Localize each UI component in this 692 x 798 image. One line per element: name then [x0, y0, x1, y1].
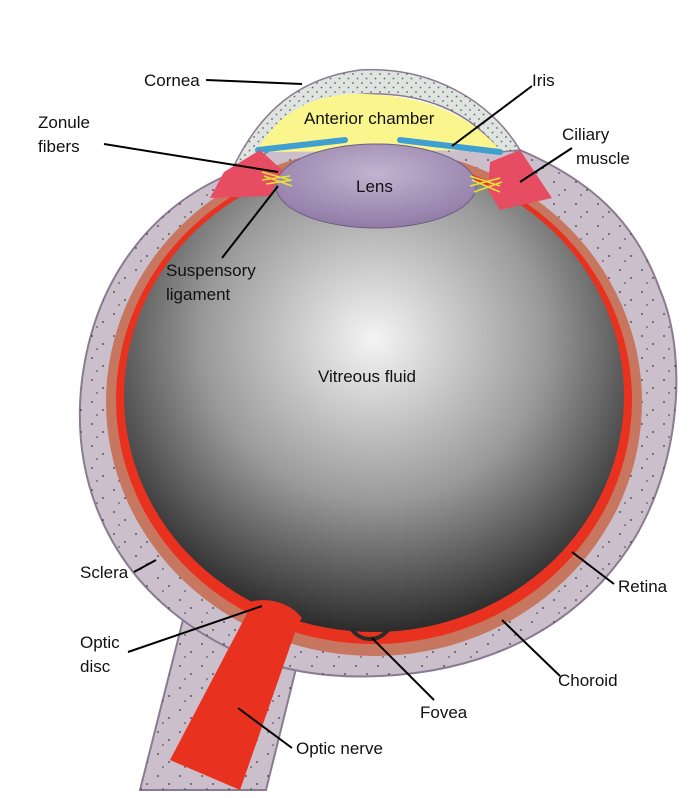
ciliary-muscle-left — [210, 150, 282, 198]
label-cornea: Cornea — [144, 71, 200, 90]
cornea-leader — [205, 79, 303, 85]
label-optic-disc-line2: disc — [80, 657, 111, 676]
label-optic-nerve: Optic nerve — [296, 739, 383, 758]
label-zonule-fibers-line1: Zonule — [38, 113, 90, 132]
iris-leader — [451, 85, 533, 147]
label-lens: Lens — [356, 177, 393, 196]
label-zonule-fibers-line2: fibers — [38, 137, 80, 156]
label-retina: Retina — [618, 577, 668, 596]
label-ciliary-muscle-line1: Ciliary — [562, 125, 610, 144]
zonule-fibers-leader — [103, 143, 279, 173]
suspensory-ligament-leader — [221, 185, 279, 259]
label-ciliary-muscle-line2: muscle — [576, 149, 630, 168]
iris-left — [255, 137, 348, 153]
label-optic-disc-line1: Optic — [80, 633, 120, 652]
label-suspensory-ligament-line1: Suspensory — [166, 261, 256, 280]
cornea-texture — [232, 69, 520, 170]
anterior-chamber — [256, 93, 500, 152]
fovea-dip — [350, 628, 390, 641]
label-vitreous-fluid: Vitreous fluid — [318, 367, 416, 386]
label-choroid: Choroid — [558, 671, 618, 690]
sclera-leader — [133, 559, 157, 573]
iris-right — [397, 137, 503, 155]
ciliary-muscle-leader — [519, 147, 573, 183]
fovea-leader — [371, 637, 435, 701]
label-suspensory-ligament-line2: ligament — [166, 285, 231, 304]
optic-nerve-core — [170, 601, 300, 790]
label-fovea: Fovea — [420, 703, 468, 722]
label-iris: Iris — [532, 71, 555, 90]
retina-leader — [571, 551, 615, 585]
zonule-fibers-left — [261, 171, 293, 187]
choroid-leader — [501, 619, 561, 677]
label-anterior-chamber: Anterior chamber — [304, 109, 435, 128]
optic-nerve-leader — [237, 707, 293, 749]
zonule-fibers-right — [469, 175, 503, 193]
optic-disc-leader — [127, 605, 263, 653]
vitreous-body — [124, 160, 624, 632]
label-sclera: Sclera — [80, 563, 129, 582]
ciliary-muscle-right — [488, 150, 552, 210]
lens — [275, 143, 477, 229]
